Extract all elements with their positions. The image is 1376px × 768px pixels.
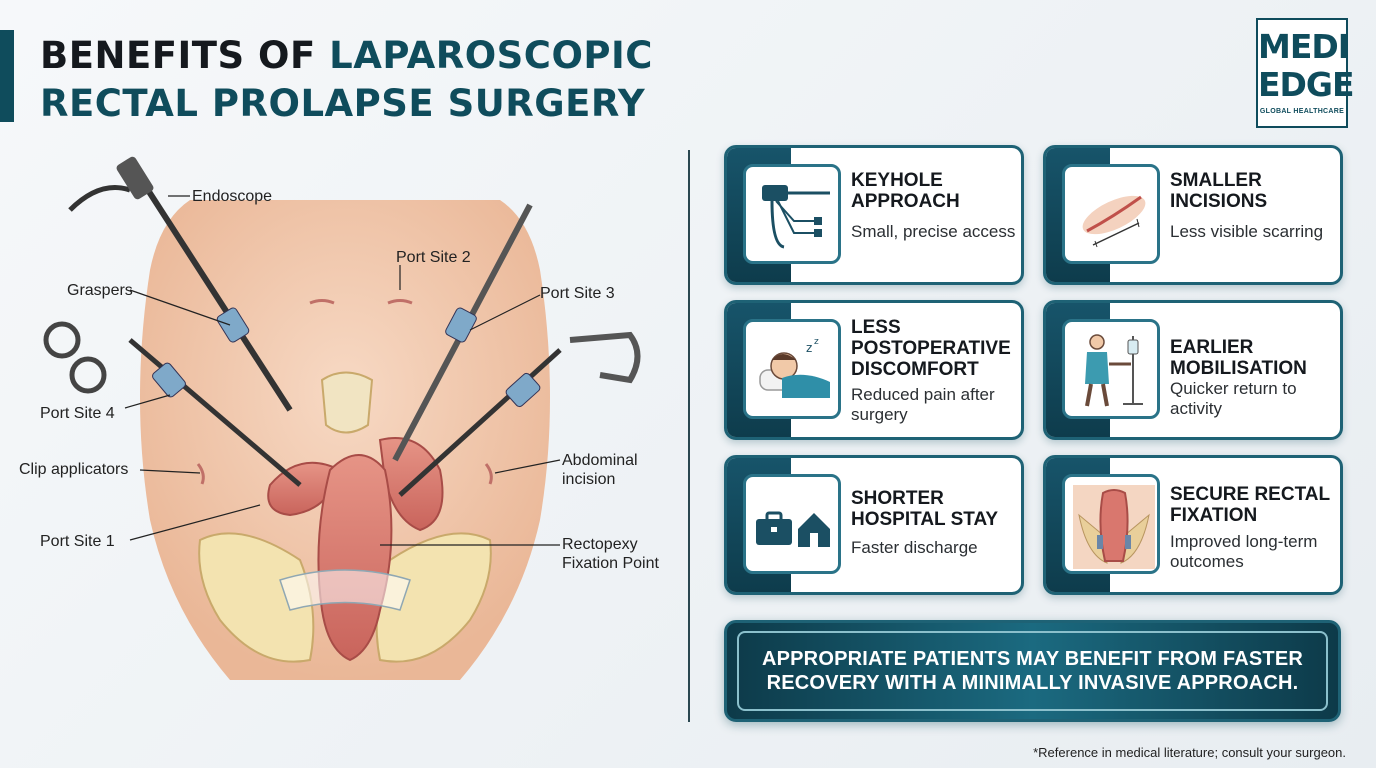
benefit-desc: Improved long-term outcomes (1170, 532, 1318, 571)
benefit-desc: Small, precise access (851, 222, 1016, 241)
port-incision-2b (387, 299, 413, 305)
brand-logo: MEDI EDGE GLOBAL HEALTHCARE (1256, 18, 1355, 128)
abdominal-incision-mark (484, 463, 493, 485)
label-endoscope: Endoscope (192, 188, 273, 205)
label-graspers: Graspers (67, 282, 133, 299)
label-incision: incision (562, 471, 616, 488)
pelvis-left (198, 532, 315, 663)
svg-text:z: z (806, 341, 812, 355)
summary-banner-text: APPROPRIATE PATIENTS MAY BENEFIT FROM FA… (761, 648, 1304, 694)
benefit-title: KEYHOLE APPROACH (851, 170, 960, 212)
benefit-title: SHORTER HOSPITAL STAY (851, 488, 999, 530)
title-part-2: LAPAROSCOPIC (329, 34, 653, 77)
grasper-instrument (43, 321, 302, 487)
label-port-site-2: Port Site 2 (396, 249, 471, 266)
logo-line-1: MEDI (1258, 27, 1350, 66)
fixation-mesh (279, 569, 411, 611)
page-title: BENEFITS OF LAPAROSCOPIC RECTAL PROLAPSE… (40, 32, 740, 128)
anatomy-illustration (43, 156, 641, 680)
svg-text:z: z (814, 337, 819, 347)
walking-patient-iv-icon (1062, 319, 1160, 419)
reference-footnote: *Reference in medical literature; consul… (1033, 745, 1346, 760)
title-part-1: BENEFITS OF (40, 34, 330, 77)
label-clip-applicators: Clip applicators (19, 461, 129, 478)
port-incision-left (196, 463, 205, 485)
benefit-desc: Reduced pain after surgery (851, 385, 995, 424)
benefit-card-rectal-fixation: SECURE RECTAL FIXATION Improved long-ter… (1043, 455, 1343, 595)
label-port-site-4: Port Site 4 (40, 405, 115, 422)
surgery-diagram: Endoscope Port Site 2 Graspers Port Site… (0, 140, 690, 730)
briefcase-home-icon (743, 474, 841, 574)
title-line-2: RECTAL PROLAPSE SURGERY (40, 82, 646, 125)
sacrum (320, 371, 374, 434)
benefit-title: SECURE RECTAL FIXATION (1170, 484, 1330, 526)
benefit-card-hospital-stay: SHORTER HOSPITAL STAY Faster discharge (724, 455, 1024, 595)
benefit-title: SMALLER INCISIONS (1170, 170, 1268, 212)
benefit-card-mobilisation: EARLIER MOBILISATION Quicker return to a… (1043, 300, 1343, 440)
logo-line-2: EDGE (1258, 65, 1355, 104)
benefit-card-keyhole: KEYHOLE APPROACH Small, precise access (724, 145, 1024, 285)
logo-tagline: GLOBAL HEALTHCARE (1259, 108, 1345, 115)
endoscope-instrument (68, 156, 293, 412)
clip-applicator-instrument (398, 331, 641, 497)
label-fixation-point: Fixation Point (562, 555, 659, 572)
section-divider (688, 150, 690, 722)
summary-banner: APPROPRIATE PATIENTS MAY BENEFIT FROM FA… (724, 620, 1341, 722)
label-abdominal: Abdominal (562, 452, 638, 469)
benefit-desc: Less visible scarring (1170, 222, 1324, 241)
label-port-site-1: Port Site 1 (40, 533, 115, 550)
benefit-title: EARLIER MOBILISATION (1170, 337, 1307, 379)
header-accent-bar (0, 30, 14, 122)
label-port-site-3: Port Site 3 (540, 285, 615, 302)
rectal-fixation-icon (1062, 474, 1160, 574)
leader-lines (124, 195, 561, 546)
benefit-desc: Faster discharge (851, 538, 978, 557)
benefit-card-incisions: SMALLER INCISIONS Less visible scarring (1043, 145, 1343, 285)
incision-scar-icon (1062, 164, 1160, 264)
pelvis-right (375, 532, 492, 663)
endoscope-icon (743, 164, 841, 264)
benefit-title: LESS POSTOPERATIVE DISCOMFORT (851, 317, 1011, 380)
benefit-card-discomfort: z z LESS POSTOPERATIVE DISCOMFORT Reduce… (724, 300, 1024, 440)
benefit-desc: Quicker return to activity (1170, 379, 1297, 418)
summary-banner-frame: APPROPRIATE PATIENTS MAY BENEFIT FROM FA… (737, 631, 1328, 711)
sleeping-patient-icon: z z (743, 319, 841, 419)
port-incision-2 (309, 299, 335, 305)
label-rectopexy: Rectopexy (562, 536, 638, 553)
